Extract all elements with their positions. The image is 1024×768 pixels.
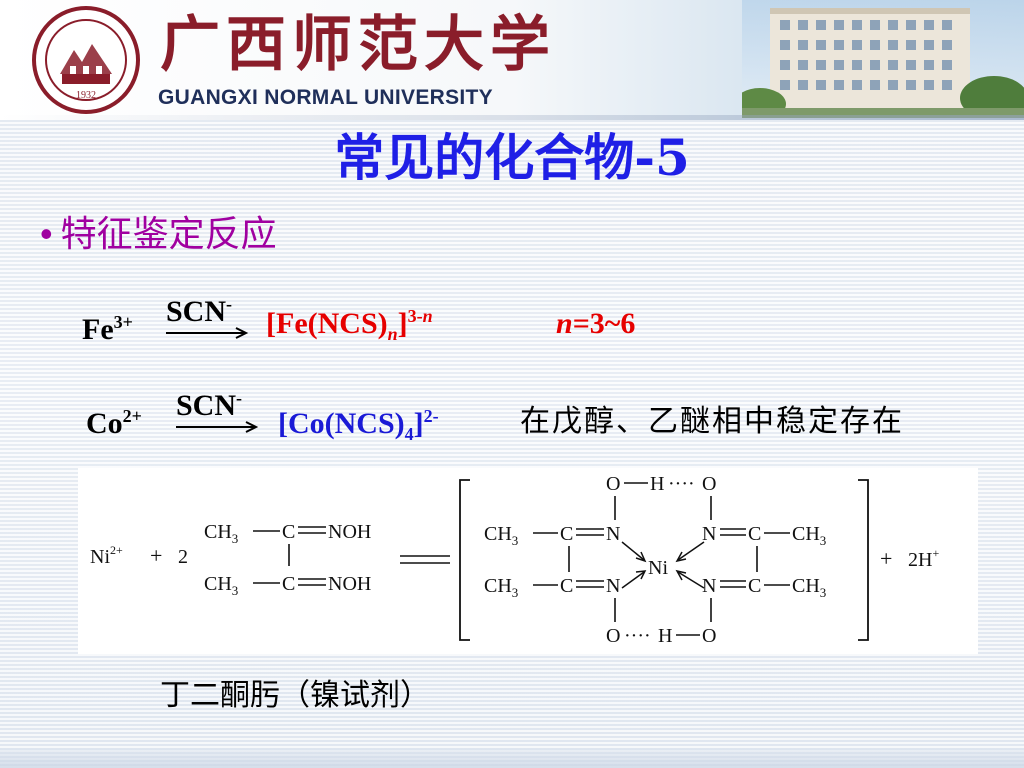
complex-o-top-left: O [606, 473, 620, 495]
fe-condition: n=3~6 [556, 307, 636, 340]
coordination-arrow-icon [621, 541, 645, 561]
ligand-noh-top: NOH [328, 521, 371, 543]
right-bracket [858, 479, 869, 641]
complex-c-br: C [748, 575, 761, 597]
fe-reaction-arrow-icon [166, 327, 249, 339]
complex-dots-bottom: ···· [624, 625, 651, 647]
bullet-text: 特征鉴定反应 [60, 214, 277, 255]
footer-band [0, 748, 1024, 768]
complex-o-top-right: O [702, 473, 716, 495]
left-bracket [459, 479, 470, 641]
ligand-ch3-top: CH3 [204, 521, 238, 546]
logo-year: 1932 [76, 90, 96, 101]
complex-n-bl: N [606, 575, 620, 597]
ni-plus: + [150, 543, 162, 568]
co-product: [Co(NCS)4]2- [278, 406, 439, 444]
co-reactant: Co2+ [86, 406, 142, 440]
campus-building-icon [742, 0, 1024, 118]
coordination-arrow-icon [621, 571, 645, 589]
complex-ch3-bl: CH3 [484, 575, 518, 600]
coordination-arrow-icon [675, 551, 687, 563]
co-note: 在戊醇、乙醚相中稳定存在 [520, 404, 904, 439]
co-reaction-arrow-icon [176, 421, 259, 433]
product-plus: + [880, 546, 892, 571]
fe-reactant: Fe3+ [82, 312, 133, 346]
complex-h-top: H [650, 473, 664, 495]
coordination-arrow-icon [677, 541, 705, 561]
slide-title: 常见的化合物-5 [334, 128, 690, 187]
complex-n-br: N [702, 575, 716, 597]
co-reagent: SCN- [176, 388, 243, 422]
ligand-noh-bottom: NOH [328, 573, 371, 595]
ni-reagent-caption: 丁二酮肟（镍试剂） [160, 678, 430, 713]
bullet-item: •特征鉴定反应 [40, 210, 277, 259]
product-hydrogen: 2H+ [908, 546, 939, 571]
ni-ion: Ni2+ [90, 543, 123, 568]
bullet-marker: • [40, 213, 53, 254]
complex-n-tl: N [606, 523, 620, 545]
ni-coefficient: 2 [178, 546, 188, 568]
complex-c-bl: C [560, 575, 573, 597]
complex-c-tr: C [748, 523, 761, 545]
ligand-c-top: C [282, 521, 295, 543]
complex-ch3-tl: CH3 [484, 523, 518, 548]
fe-reagent: SCN- [166, 294, 233, 328]
coordination-arrow-icon [675, 569, 687, 581]
complex-n-tr: N [702, 523, 716, 545]
complex-h-bottom: H [658, 625, 672, 647]
ligand-ch3-bottom: CH3 [204, 573, 238, 598]
fe-product: [Fe(NCS)n]3-n [266, 306, 433, 344]
university-name-cn: 广西师范大学 [160, 10, 556, 80]
ligand-c-bottom: C [282, 573, 295, 595]
coordination-arrow-icon [635, 551, 647, 563]
university-seal-icon: 1932 [32, 6, 140, 114]
complex-ch3-br: CH3 [792, 575, 826, 600]
complex-o-bottom-left: O [606, 625, 620, 647]
university-name-en: GUANGXI NORMAL UNIVERSITY [158, 86, 493, 109]
ni-reaction-diagram: Ni2+ + 2 CH3 C NOH CH3 C NOH O H [78, 468, 978, 654]
header-banner: 1932 广西师范大学 GUANGXI NORMAL UNIVERSITY [0, 0, 1024, 120]
coordination-arrow-icon [677, 571, 705, 589]
coordination-arrow-icon [635, 570, 647, 580]
complex-o-bottom-right: O [702, 625, 716, 647]
complex-ch3-tr: CH3 [792, 523, 826, 548]
complex-dots-top: ···· [668, 473, 695, 495]
complex-c-tl: C [560, 523, 573, 545]
complex-ni: Ni [648, 557, 668, 579]
